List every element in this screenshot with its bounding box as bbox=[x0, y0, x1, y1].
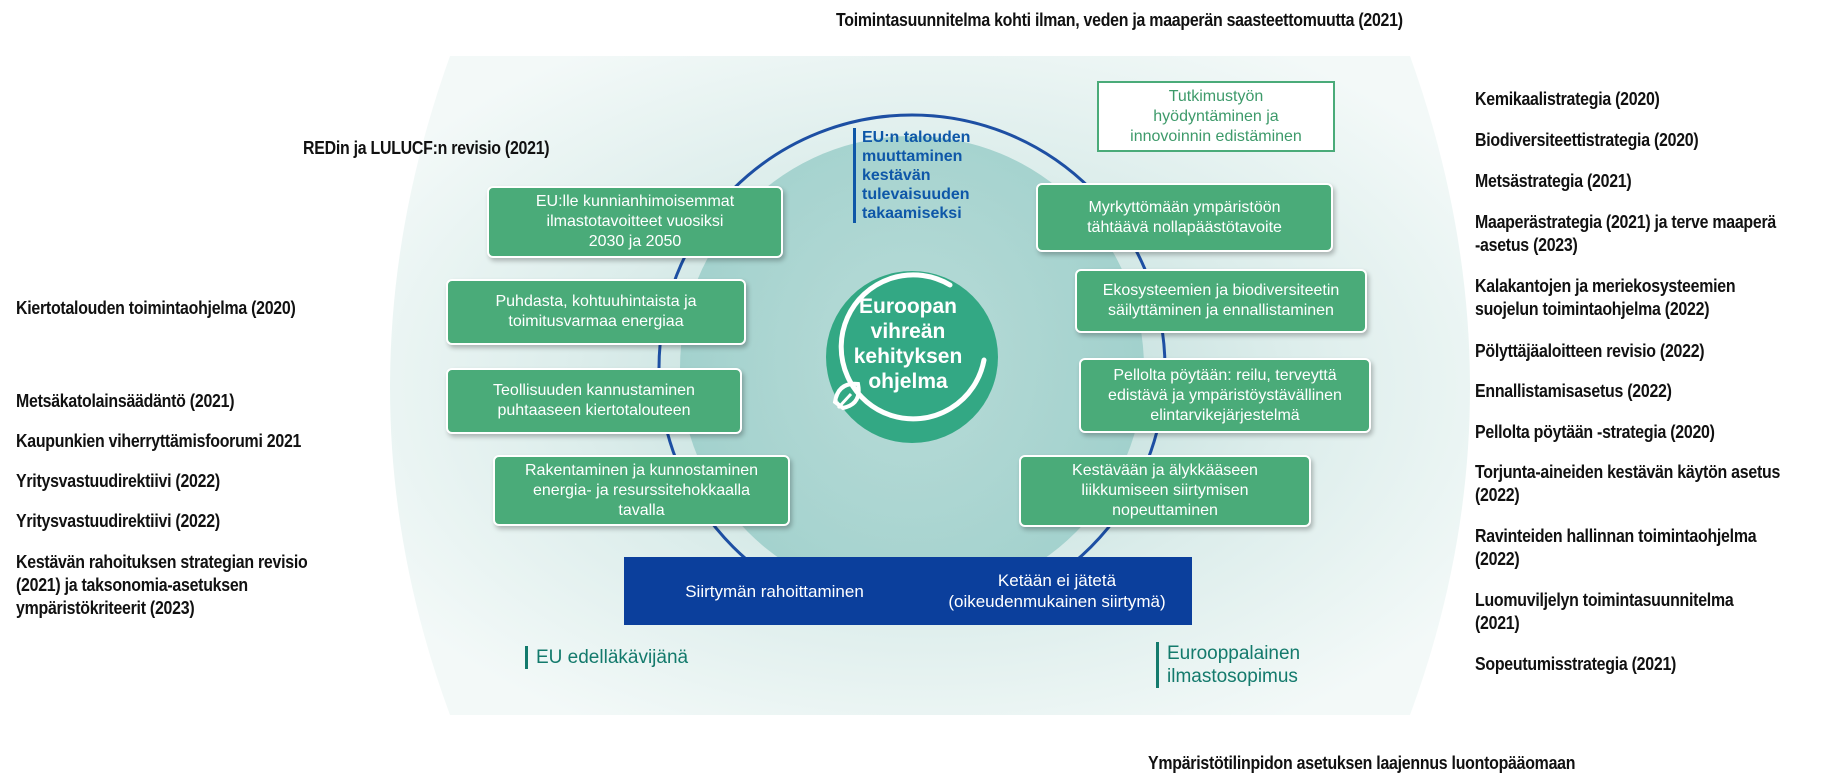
left-item: Yritysvastuudirektiivi (2022) bbox=[16, 470, 220, 491]
right-item: Biodiversiteettistrategia (2020) bbox=[1475, 129, 1699, 150]
right-item: Kemikaalistrategia (2020) bbox=[1475, 88, 1660, 109]
center-title: Euroopan vihreän kehityksen ohjelma bbox=[853, 295, 963, 393]
economy-transformation-text: EU:n talouden muuttaminen kestävän tulev… bbox=[853, 128, 1003, 223]
right-item: Kalakantojen ja meriekosysteemien suojel… bbox=[1475, 275, 1736, 319]
center-circle bbox=[826, 271, 998, 443]
left-item: Metsäkatolainsäädäntö (2021) bbox=[16, 390, 235, 411]
financing-transition-box: Siirtymän rahoittaminen bbox=[624, 557, 925, 625]
clean-energy-box: Puhdasta, kohtuuhintaista ja toimitusvar… bbox=[446, 279, 746, 345]
right-item: Pellolta pöytään -strategia (2020) bbox=[1475, 421, 1715, 442]
right-item: Sopeutumisstrategia (2021) bbox=[1475, 653, 1677, 674]
center-circle-swoosh bbox=[838, 272, 987, 422]
right-item: Torjunta-aineiden kestävän käytön asetus… bbox=[1475, 461, 1781, 505]
leaf-icon bbox=[832, 381, 861, 411]
left-item: REDin ja LULUCF:n revisio (2021) bbox=[303, 137, 550, 158]
top-label: Toimintasuunnitelma kohti ilman, veden j… bbox=[836, 9, 1403, 30]
right-item: Metsästrategia (2021) bbox=[1475, 170, 1632, 191]
left-item: Kaupunkien viherryttämisfoorumi 2021 bbox=[16, 430, 302, 451]
sustainable-mobility-box: Kestävään ja älykkääseen liikkumiseen si… bbox=[1019, 455, 1311, 527]
eu-leader-label: EU edelläkävijänä bbox=[525, 646, 688, 669]
zero-pollution-box: Myrkyttömään ympäristöön tähtäävä nollap… bbox=[1036, 183, 1333, 252]
climate-pact-label: Eurooppalainen ilmastosopimus bbox=[1156, 642, 1300, 688]
farm-to-fork-box: Pellolta pöytään: reilu, terveyttä edist… bbox=[1079, 358, 1371, 433]
right-item: Ennallistamisasetus (2022) bbox=[1475, 380, 1672, 401]
left-item: Kiertotalouden toimintaohjelma (2020) bbox=[16, 297, 296, 318]
right-item: Luomuviljelyn toimintasuunnitelma (2021) bbox=[1475, 589, 1734, 633]
right-item: Maaperästrategia (2021) ja terve maaperä… bbox=[1475, 211, 1776, 255]
left-item: Yritysvastuudirektiivi (2022) bbox=[16, 510, 220, 531]
research-innovation-box: Tutkimustyön hyödyntäminen ja innovoinni… bbox=[1097, 81, 1335, 152]
industry-circular-box: Teollisuuden kannustaminen puhtaaseen ki… bbox=[446, 368, 742, 434]
right-item: Pölyttäjäaloitteen revisio (2022) bbox=[1475, 340, 1705, 361]
right-item: Ravinteiden hallinnan toimintaohjelma (2… bbox=[1475, 525, 1757, 569]
bottom-label: Ympäristötilinpidon asetuksen laajennus … bbox=[1148, 752, 1576, 773]
just-transition-box: Ketään ei jätetä (oikeudenmukainen siirt… bbox=[922, 557, 1192, 625]
building-renovation-box: Rakentaminen ja kunnostaminen energia- j… bbox=[493, 455, 790, 526]
climate-ambition-box: EU:lle kunnianhimoisemmat ilmastotavoitt… bbox=[487, 186, 783, 258]
left-item: Kestävän rahoituksen strategian revisio … bbox=[16, 551, 308, 618]
ecosystems-biodiversity-box: Ekosysteemien ja biodiversiteetin säilyt… bbox=[1075, 269, 1367, 333]
